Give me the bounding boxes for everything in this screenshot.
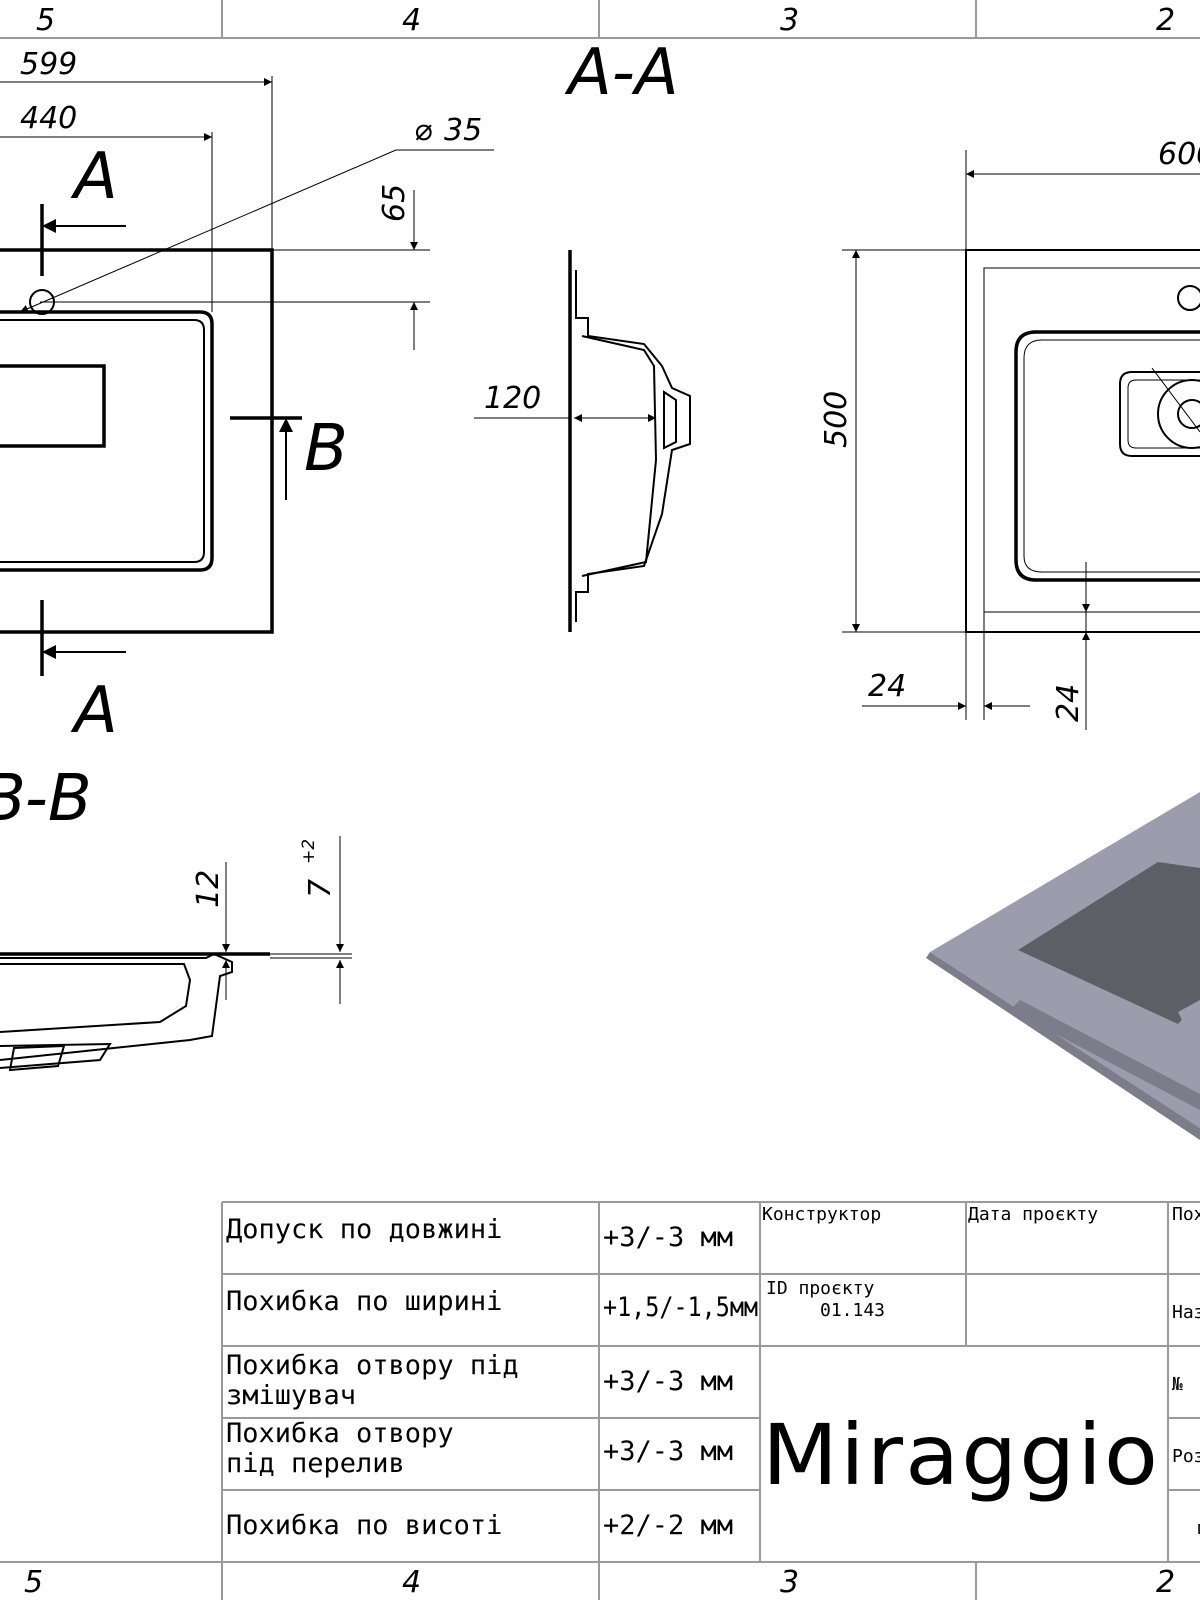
sink-3d-render [926, 792, 1200, 1140]
section-a-a-profile [568, 250, 691, 632]
dim-24-vertical: 24 [1051, 684, 1086, 722]
project-id-label: ID проєкту [766, 1278, 875, 1299]
tolerance-label-overflow-hole-2: під перелив [226, 1448, 405, 1479]
section-b-b-profile [0, 952, 270, 1072]
tolerance-value-length: +3/-3 мм [603, 1222, 733, 1253]
zone-label-2-bottom: 2 [1156, 1565, 1175, 1600]
zone-label-3-top: 3 [780, 3, 799, 38]
dim-7: 7 [303, 879, 338, 898]
dimensions-right-view [842, 150, 1200, 730]
zone-label-3-bottom: 3 [780, 1565, 799, 1600]
dim-65: 65 [377, 184, 412, 222]
tolerance-value-overflow-hole: +3/-3 мм [603, 1436, 733, 1467]
tolerance-label-mixer-hole-1: Похибка отвору під [226, 1350, 519, 1381]
dim-24-horizontal: 24 [868, 669, 906, 704]
dim-diameter-symbol: ⌀ [414, 113, 432, 148]
dim-7-tolerance: +2 [299, 839, 319, 864]
dim-440: 440 [20, 101, 77, 136]
project-date-label: Дата проєкту [968, 1204, 1098, 1225]
section-label-a-top: A [70, 140, 118, 214]
tolerance-label-height: Похибка по висоті [226, 1510, 502, 1541]
project-id-value: 01.143 [820, 1300, 885, 1321]
tolerance-label-overflow-hole-1: Похибка отвору [226, 1418, 454, 1449]
dim-599: 599 [20, 47, 77, 82]
tolerance-value-mixer-hole: +3/-3 мм [603, 1366, 733, 1397]
dim-12: 12 [191, 870, 226, 908]
dim-diameter-35: 35 [444, 113, 482, 148]
title-block-grid [221, 1201, 1200, 1562]
dim-120: 120 [484, 381, 541, 416]
tolerance-label-mixer-hole-2: змішувач [226, 1380, 356, 1411]
tolerance-label-width: Похибка по ширині [226, 1286, 502, 1317]
tolerance-value-height: +2/-2 мм [603, 1510, 733, 1541]
title-cut-row-1: Пох [1172, 1204, 1200, 1225]
title-cut-row-2: Наз [1172, 1302, 1200, 1323]
section-title-a-a: A-A [564, 36, 679, 110]
top-view [0, 204, 302, 676]
tolerance-value-width: +1,5/-1,5мм [603, 1292, 758, 1323]
zone-label-2-top: 2 [1156, 3, 1175, 38]
brand-logo: Miraggio [762, 1406, 1160, 1504]
title-cut-row-4: Роз [1172, 1446, 1200, 1467]
right-top-view [965, 249, 1200, 633]
zone-label-4-top: 4 [402, 3, 421, 38]
section-title-b-b: B-B [0, 762, 92, 836]
tolerance-label-length: Допуск по довжині [226, 1214, 502, 1245]
dim-500: 500 [819, 391, 854, 448]
zone-label-5-bottom: 5 [24, 1565, 43, 1600]
zone-label-5-top: 5 [36, 3, 55, 38]
title-cut-row-3: № [1172, 1374, 1183, 1395]
zone-label-4-bottom: 4 [402, 1565, 421, 1600]
dimensions-top-view [0, 76, 494, 350]
title-cut-row-5: г [1196, 1518, 1200, 1539]
designer-label: Конструктор [762, 1204, 881, 1225]
section-label-a-bottom: A [70, 674, 118, 748]
dimensions-section-b-b [222, 836, 352, 1004]
dim-600: 600 [1158, 137, 1200, 172]
section-label-b: B [304, 412, 348, 486]
